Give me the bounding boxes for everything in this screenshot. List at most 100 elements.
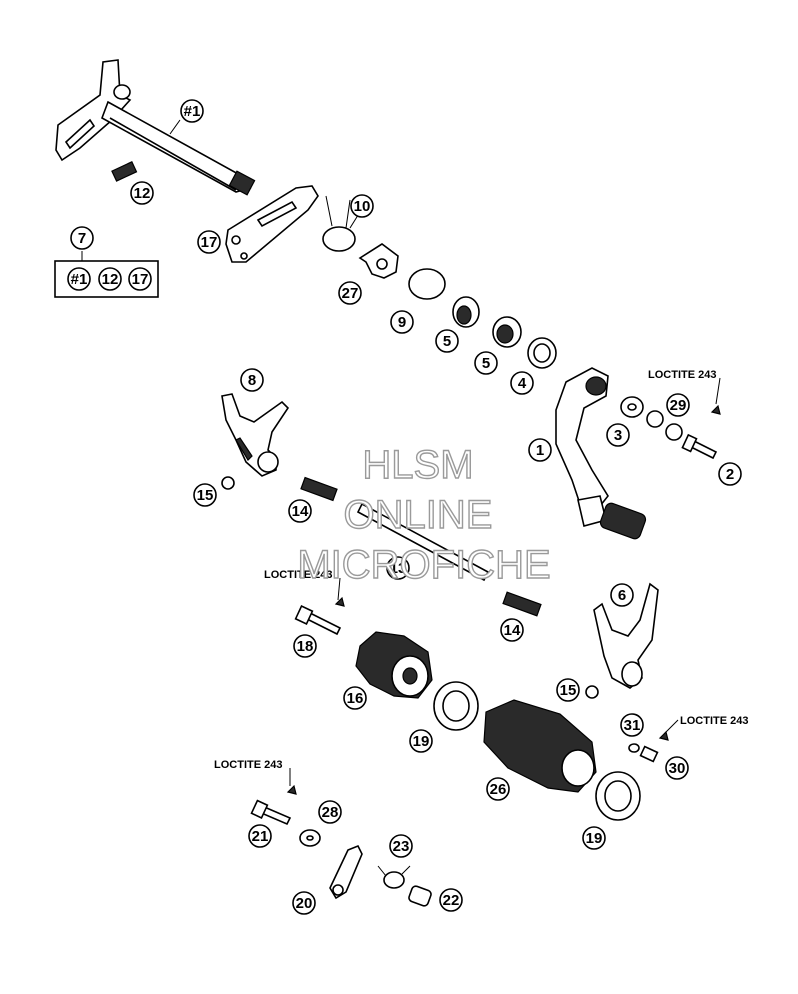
callout-31: 31 xyxy=(620,713,644,737)
callout-1: 1 xyxy=(528,438,552,462)
svg-text:12: 12 xyxy=(134,185,151,202)
svg-text:21: 21 xyxy=(252,828,269,845)
bushing-part-22 xyxy=(408,885,432,907)
svg-text:1: 1 xyxy=(536,442,544,459)
callout-5a: 5 xyxy=(435,329,459,353)
callout-8: 8 xyxy=(240,368,264,392)
shift-shaft-part xyxy=(55,59,256,196)
callout-kit-17: 17 xyxy=(128,267,152,291)
shift-drum-segment-part xyxy=(355,631,433,699)
svg-text:8: 8 xyxy=(248,372,256,389)
bushing-part-b xyxy=(492,316,522,348)
svg-text:#1: #1 xyxy=(71,271,88,288)
spring-part-23 xyxy=(377,865,411,889)
pin-part-15a xyxy=(221,476,235,490)
svg-text:14: 14 xyxy=(504,622,521,639)
washer-part-3 xyxy=(620,396,644,418)
svg-text:20: 20 xyxy=(296,895,313,912)
svg-text:13: 13 xyxy=(390,560,407,577)
spring-clip-part xyxy=(322,195,356,252)
watermark-line-1: HLSM xyxy=(362,443,473,487)
svg-text:4: 4 xyxy=(518,375,527,392)
svg-text:9: 9 xyxy=(398,314,406,331)
callout-17a: 17 xyxy=(197,230,221,254)
lever-part xyxy=(358,243,399,279)
callout-1a: #1 xyxy=(180,99,204,123)
bolt-part-30 xyxy=(639,745,659,763)
washer-part xyxy=(408,268,446,300)
seal-part xyxy=(527,337,557,369)
bolt-part-21 xyxy=(250,799,292,826)
svg-text:12: 12 xyxy=(102,271,119,288)
callout-7: 7 xyxy=(70,226,94,250)
callout-2: 2 xyxy=(718,462,742,486)
svg-text:15: 15 xyxy=(197,487,214,504)
callout-28: 28 xyxy=(318,800,342,824)
spring-part-14b xyxy=(502,591,542,617)
fork-rod-part xyxy=(356,502,490,582)
callout-19b: 19 xyxy=(582,826,606,850)
callout-5b: 5 xyxy=(474,351,498,375)
svg-text:14: 14 xyxy=(292,503,309,520)
svg-text:3: 3 xyxy=(614,427,622,444)
callout-19a: 19 xyxy=(409,729,433,753)
callout-20: 20 xyxy=(292,891,316,915)
svg-text:17: 17 xyxy=(132,271,149,288)
svg-text:22: 22 xyxy=(443,892,460,909)
svg-text:30: 30 xyxy=(669,760,686,777)
callout-kit-12: 12 xyxy=(98,267,122,291)
svg-text:#1: #1 xyxy=(184,103,201,120)
loctite-label-1: LOCTITE 243 xyxy=(648,369,716,381)
svg-text:29: 29 xyxy=(670,397,687,414)
callout-22: 22 xyxy=(439,888,463,912)
svg-text:5: 5 xyxy=(443,333,451,350)
shift-fork-part-6 xyxy=(593,582,659,689)
spring-part-14a xyxy=(300,476,338,502)
bearing-part-19a xyxy=(433,681,479,731)
washer-part-31 xyxy=(628,743,640,753)
svg-text:31: 31 xyxy=(624,717,641,734)
callout-9: 9 xyxy=(390,310,414,334)
bushing-part-a xyxy=(452,296,480,328)
snap-ring-part xyxy=(646,410,683,441)
callout-21: 21 xyxy=(248,824,272,848)
leader-lines xyxy=(81,119,721,786)
shift-fork-part-8 xyxy=(221,393,290,477)
svg-text:28: 28 xyxy=(322,804,339,821)
watermark-line-3: MICROFICHE xyxy=(297,543,550,587)
shift-drum-part xyxy=(483,699,597,793)
callout-10: 10 xyxy=(350,194,374,218)
callout-27: 27 xyxy=(338,281,362,305)
svg-text:18: 18 xyxy=(297,638,314,655)
washer-part-28 xyxy=(299,829,321,847)
callout-4: 4 xyxy=(510,371,534,395)
svg-text:17: 17 xyxy=(201,234,218,251)
svg-text:5: 5 xyxy=(482,355,490,372)
callout-18: 18 xyxy=(293,634,317,658)
svg-text:26: 26 xyxy=(490,781,507,798)
callout-16: 16 xyxy=(343,686,367,710)
callout-14b: 14 xyxy=(500,618,524,642)
pin-part-15b xyxy=(585,685,599,699)
svg-text:6: 6 xyxy=(618,587,626,604)
bolt-part-18 xyxy=(294,605,342,636)
svg-text:19: 19 xyxy=(586,830,603,847)
loctite-label-2: LOCTITE 243 xyxy=(264,569,332,581)
callout-15a: 15 xyxy=(193,483,217,507)
callout-6: 6 xyxy=(610,583,634,607)
callout-26: 26 xyxy=(486,777,510,801)
svg-text:16: 16 xyxy=(347,690,364,707)
svg-text:10: 10 xyxy=(354,198,371,215)
loctite-label-3: LOCTITE 243 xyxy=(680,715,748,727)
callout-15b: 15 xyxy=(556,678,580,702)
loctite-label-4: LOCTITE 243 xyxy=(214,759,282,771)
callout-12a: 12 xyxy=(130,181,154,205)
svg-text:15: 15 xyxy=(560,682,577,699)
spring-part xyxy=(111,161,138,182)
bolt-part-2 xyxy=(681,433,718,460)
svg-text:19: 19 xyxy=(413,733,430,750)
callout-29: 29 xyxy=(666,393,690,417)
detent-lever-part xyxy=(329,844,363,900)
shift-pedal-part xyxy=(555,367,647,540)
callout-3: 3 xyxy=(606,423,630,447)
